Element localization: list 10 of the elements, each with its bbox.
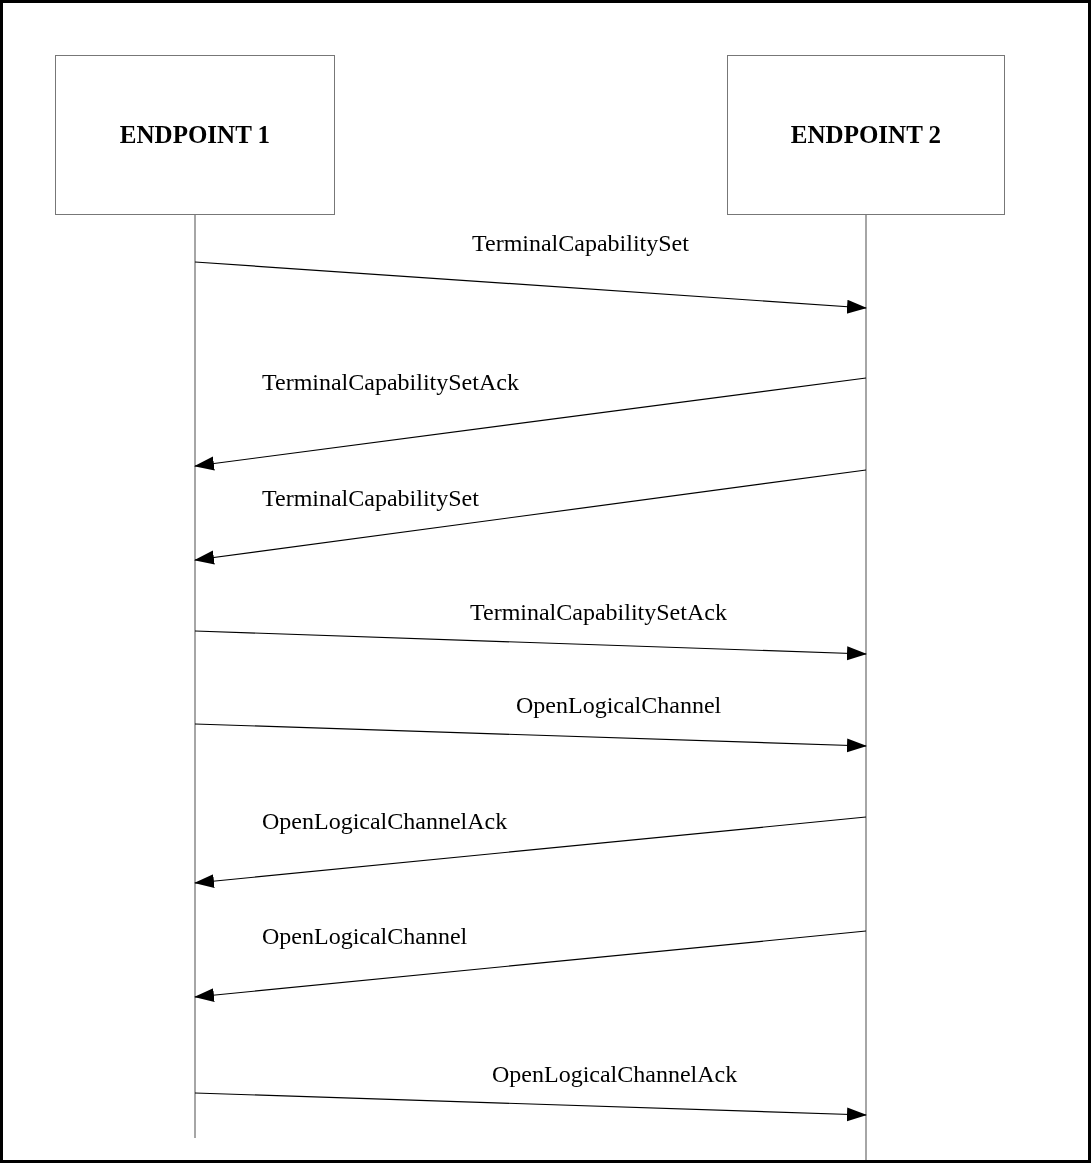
message-arrow <box>194 630 867 661</box>
participant-box: ENDPOINT 2 <box>727 55 1005 215</box>
message-arrow <box>194 930 867 1003</box>
message-arrow <box>194 1092 867 1122</box>
message-arrow <box>194 377 867 471</box>
message-arrow <box>194 261 867 314</box>
message-arrow <box>194 816 867 889</box>
message-arrow <box>194 723 867 753</box>
message-arrow <box>194 469 867 565</box>
participant-box: ENDPOINT 1 <box>55 55 335 215</box>
